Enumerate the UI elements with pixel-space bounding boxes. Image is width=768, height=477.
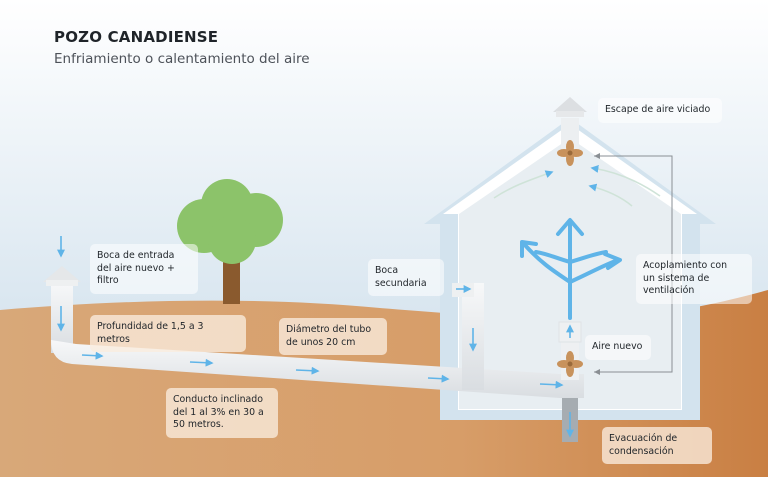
label-profundidad: Profundidad de 1,5 a 3 metros xyxy=(90,315,246,352)
distribution-arrows xyxy=(520,218,622,320)
arrow-icon xyxy=(57,236,574,438)
label-boca-entrada: Boca de entrada del aire nuevo + filtro xyxy=(90,244,198,294)
label-escape: Escape de aire viciado xyxy=(598,98,722,123)
tree-icon xyxy=(177,179,283,304)
fan-icon xyxy=(557,351,583,377)
inlet-pipe xyxy=(51,283,73,353)
fan-icon xyxy=(557,140,583,166)
cap-icon xyxy=(43,266,81,282)
page-title: POZO CANADIENSE xyxy=(54,28,219,46)
exhaust-duct xyxy=(561,118,579,158)
cap-icon xyxy=(553,97,587,112)
label-diametro: Diámetro del tubo de unos 20 cm xyxy=(279,318,387,355)
label-conducto: Conducto inclinado del 1 al 3% en 30 a 5… xyxy=(166,388,278,438)
stale-air-arrows xyxy=(493,165,661,207)
label-evacuacion: Evacuación de condensación xyxy=(602,427,712,464)
label-aire-nuevo: Aire nuevo xyxy=(585,335,651,360)
page-subtitle: Enfriamiento o calentamiento del aire xyxy=(54,51,310,67)
label-acoplamiento: Acoplamiento con un sistema de ventilaci… xyxy=(636,254,752,304)
label-boca-secundaria: Boca secundaria xyxy=(368,259,444,296)
